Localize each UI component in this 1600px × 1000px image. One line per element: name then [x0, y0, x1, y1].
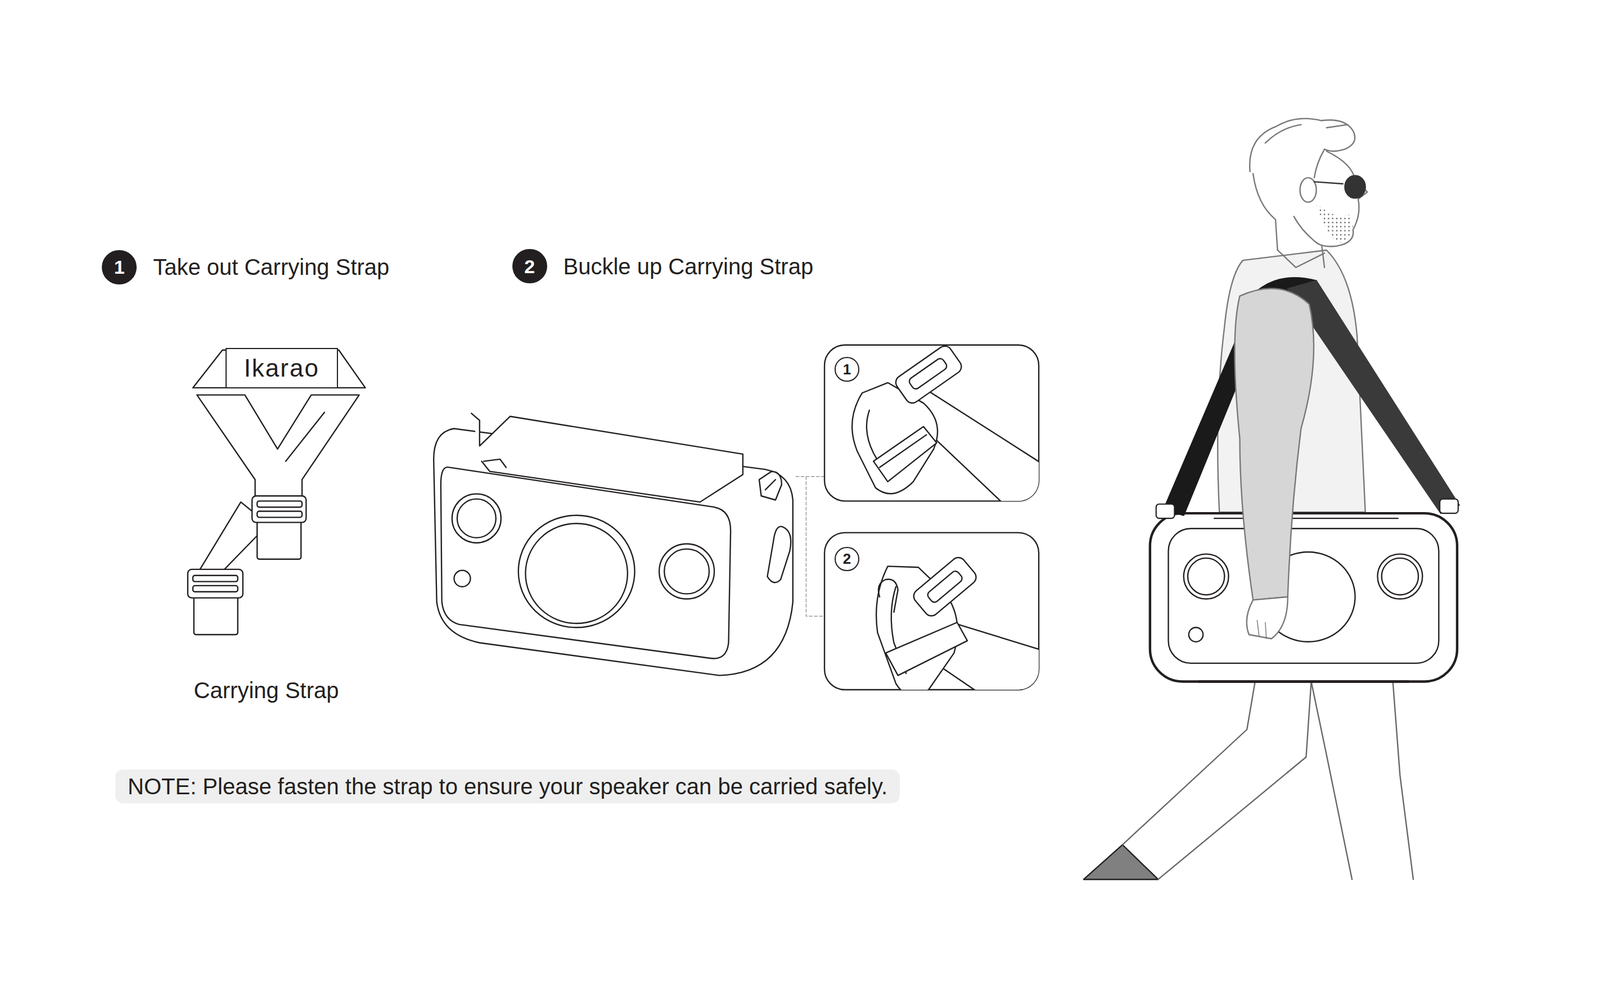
man-carrying-speaker-part: [1188, 627, 1203, 642]
man-carrying-speaker-part: [1168, 528, 1440, 664]
speaker-drawing-part: [471, 413, 743, 503]
man-carrying-speaker-part: [1253, 173, 1278, 251]
carrying-strap-drawing-part: [257, 511, 303, 518]
speaker-drawing-part: [659, 544, 715, 600]
note-band: NOTE: Please fasten the strap to ensure …: [115, 769, 900, 804]
buckle-detail-inset-part: [852, 382, 938, 494]
speaker-drawing-part: [664, 549, 710, 595]
man-carrying-speaker-part: [1256, 620, 1266, 640]
step-title: Take out Carrying Strap: [152, 253, 390, 281]
man-carrying-speaker-part: [1287, 280, 1460, 514]
speaker-drawing: [433, 413, 825, 676]
buckle-detail-inset-part: [879, 434, 927, 468]
man-carrying-speaker-part: [1246, 597, 1288, 639]
callout-number: 1: [843, 362, 851, 377]
speaker-drawing-part: [453, 570, 471, 588]
buckle-detail-inset-part: [876, 555, 1039, 691]
carrying-strap-drawing-part: [251, 496, 306, 523]
man-carrying-speaker-part: [1187, 558, 1225, 596]
step-heading: 1 Take out Carrying Strap: [101, 250, 390, 286]
speaker-drawing-part: [457, 499, 497, 539]
inset-number: 1: [834, 357, 860, 382]
carrying-strap-drawing-part: [285, 412, 325, 462]
speaker-drawing-part: [518, 515, 635, 629]
part-name: Carrying Strap: [194, 677, 340, 705]
brand-name: Ikarao: [244, 354, 320, 382]
callout-number: 2: [524, 257, 535, 277]
man-carrying-speaker-part: [1277, 250, 1325, 268]
man-carrying-speaker-part: [1214, 517, 1399, 520]
man-carrying-speaker-part: [1377, 554, 1423, 600]
inset-number: 2: [834, 547, 860, 572]
buckle-detail-inset-part: [926, 569, 964, 605]
callout-circle: 1: [101, 250, 137, 286]
man-carrying-speaker: [1083, 118, 1460, 881]
man-carrying-speaker-part: [1183, 554, 1229, 600]
step-heading: 2 Buckle up Carrying Strap: [512, 249, 814, 285]
brand-tag: Ikarao: [225, 348, 338, 390]
man-carrying-speaker-part: [1234, 288, 1314, 601]
buckle-detail-inset-part: [885, 622, 968, 676]
man-carrying-speaker-part: [1321, 242, 1325, 268]
carrying-strap-drawing-part: [187, 569, 243, 599]
buckle-detail-inset-part: [852, 345, 1039, 502]
man-carrying-speaker-part: [1344, 176, 1365, 199]
man-carrying-speaker-part: [1311, 681, 1353, 880]
man-carrying-speaker-part: [1314, 181, 1343, 184]
carrying-strap-drawing-part: [192, 575, 238, 583]
callout-number: 2: [843, 551, 851, 567]
carrying-strap-drawing-part: [200, 502, 258, 574]
man-carrying-speaker-part: [1156, 504, 1175, 519]
carrying-strap-drawing-part: [194, 596, 238, 635]
speaker-drawing-part: [483, 459, 507, 468]
man-carrying-speaker-part: [1439, 499, 1459, 514]
callout-number: 1: [114, 257, 125, 277]
callout-circle: 2: [512, 249, 548, 285]
step-title: Buckle up Carrying Strap: [563, 253, 814, 281]
speaker-drawing-part: [795, 476, 825, 617]
speaker-drawing-part: [767, 526, 791, 584]
man-carrying-speaker-part: [1157, 681, 1311, 880]
man-carrying-speaker-part: [1083, 845, 1158, 881]
speaker-drawing-part: [765, 479, 776, 490]
buckle-detail-inset-part: [893, 345, 964, 407]
carrying-strap-drawing-part: [196, 395, 359, 498]
speaker-drawing-part: [759, 471, 782, 501]
man-carrying-speaker-part: [1393, 681, 1414, 880]
buckle-detail-inset-part: [911, 555, 980, 620]
buckle-detail-inset: [824, 343, 1052, 511]
speaker-drawing-part: [525, 523, 628, 624]
man-carrying-speaker-part: [1381, 558, 1419, 596]
man-carrying-speaker-part: [1150, 513, 1458, 682]
man-carrying-speaker-part: [1199, 680, 1409, 683]
carrying-strap-drawing: [187, 350, 366, 635]
man-carrying-speaker-part: [1316, 204, 1354, 243]
man-carrying-speaker-part: [1249, 118, 1355, 178]
buckle-detail-inset-part: [873, 426, 937, 482]
carrying-strap-drawing-part: [257, 501, 303, 508]
man-carrying-speaker-part: [1294, 151, 1368, 247]
buckle-detail-inset-part: [878, 579, 899, 614]
buckle-detail-inset: [824, 533, 1052, 715]
speaker-drawing-part: [452, 494, 502, 544]
man-carrying-speaker-part: [1122, 681, 1256, 845]
carrying-strap-drawing-part: [192, 586, 238, 593]
buckle-detail-inset-part: [907, 357, 949, 391]
note-text: NOTE: Please fasten the strap to ensure …: [127, 773, 888, 801]
carrying-strap-drawing-part: [257, 520, 301, 560]
